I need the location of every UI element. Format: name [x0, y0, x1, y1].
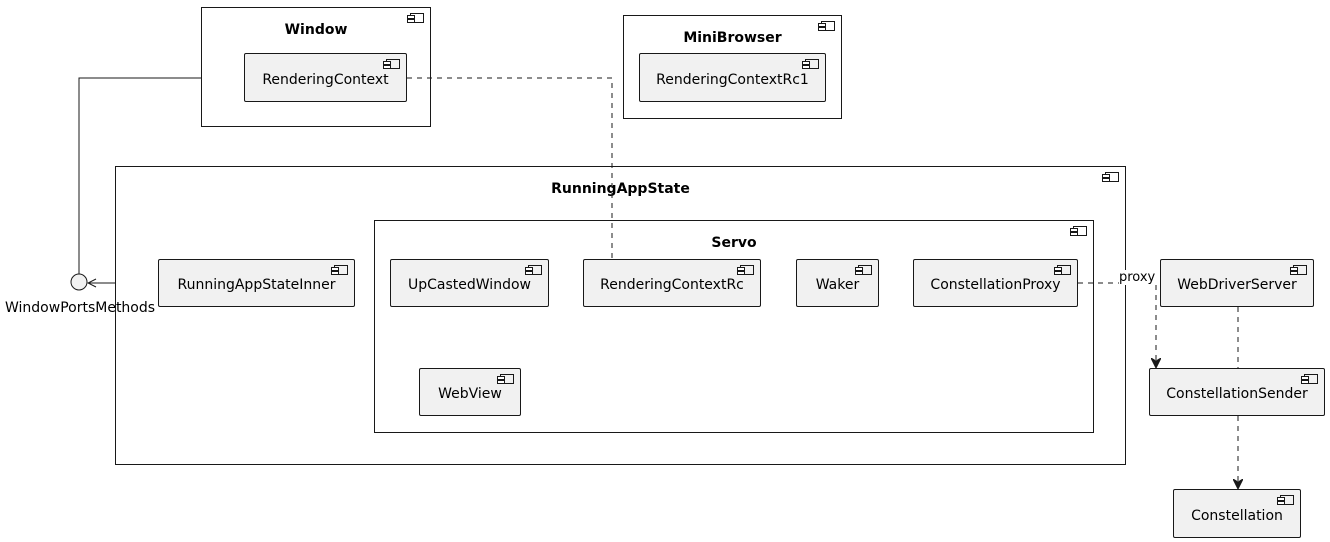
component-icon [1277, 495, 1294, 505]
window-ports-methods-interface [70, 273, 88, 291]
component-icon [1290, 265, 1307, 275]
component-icon [497, 374, 514, 384]
running-app-state-inner-label: RunningAppStateInner [177, 277, 336, 293]
component-icon [1301, 374, 1318, 384]
constellation-sender-label: ConstellationSender [1166, 386, 1308, 402]
rendering-context-rc1-label: RenderingContextRc1 [656, 71, 809, 88]
constellation-component: Constellation [1173, 489, 1301, 538]
window-title: Window [284, 22, 348, 38]
webdriver-server-label: WebDriverServer [1177, 277, 1297, 293]
minibrowser-title: MiniBrowser [683, 30, 782, 46]
rendering-context-rc-label: RenderingContextRc [600, 277, 744, 293]
webview-label: WebView [438, 386, 502, 402]
component-icon [1070, 226, 1087, 236]
component-icon [855, 265, 872, 275]
component-icon [802, 59, 819, 69]
webdriver-server-component: WebDriverServer [1160, 259, 1314, 307]
component-icon [1102, 172, 1119, 182]
constellation-proxy-component: ConstellationProxy [913, 259, 1078, 307]
component-icon [331, 265, 348, 275]
servo-title: Servo [711, 235, 757, 251]
rendering-context-rc1-component: RenderingContextRc1 [639, 53, 826, 102]
constellation-sender-component: ConstellationSender [1149, 368, 1325, 416]
upcasted-window-label: UpCastedWindow [408, 277, 531, 293]
component-icon [818, 21, 835, 31]
component-icon [525, 265, 542, 275]
upcasted-window-component: UpCastedWindow [390, 259, 549, 307]
waker-label: Waker [815, 277, 860, 293]
rendering-context-component: RenderingContext [244, 53, 407, 102]
window-ports-methods-label: WindowPortsMethods [5, 300, 156, 316]
component-icon [737, 265, 754, 275]
proxy-edge-label: proxy [1119, 270, 1156, 285]
component-icon [1054, 265, 1071, 275]
rendering-context-rc-component: RenderingContextRc [583, 259, 761, 307]
constellation-proxy-label: ConstellationProxy [930, 277, 1061, 293]
running-app-state-inner-component: RunningAppStateInner [158, 259, 355, 307]
constellation-label: Constellation [1191, 507, 1283, 524]
component-icon [383, 59, 400, 69]
webview-component: WebView [419, 368, 521, 416]
component-icon [407, 13, 424, 23]
running-app-state-title: RunningAppState [551, 181, 690, 197]
rendering-context-label: RenderingContext [262, 71, 389, 88]
waker-component: Waker [796, 259, 879, 307]
